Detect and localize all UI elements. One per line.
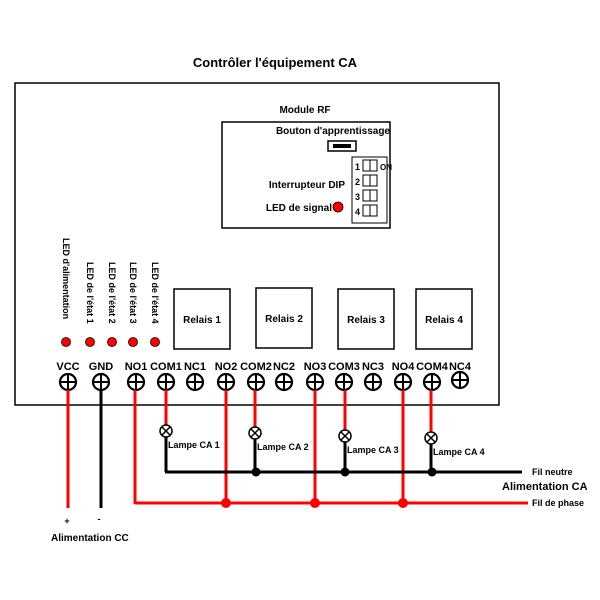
terminal-label: NC2 [273,361,295,373]
led-label: LED de l'état 1 [85,262,95,324]
terminal-com3[interactable]: COM3 [328,361,360,392]
relay-label: Relais 4 [425,315,463,326]
relay-3: Relais 3 [337,288,395,350]
status-led-3: LED de l'état 3 [128,262,138,347]
neutral-wire-label: Fil neutre [532,467,573,477]
signal-led-label: LED de signal [266,203,332,214]
terminal-label: NO3 [304,361,327,373]
ac-supply-label: Alimentation CA [502,481,588,493]
led-indicator [128,337,138,347]
terminal-no3[interactable]: NO3 [304,361,327,392]
terminal-label: NC4 [449,361,472,373]
terminal-no1[interactable]: NO1 [125,361,148,392]
relay-2: Relais 2 [255,287,313,349]
dip-switch-number: 2 [355,177,360,187]
led-label: LED de l'état 2 [107,262,117,324]
dc-plus-label: + [64,516,69,526]
terminal-no2[interactable]: NO2 [215,361,238,392]
terminal-label: NO4 [392,361,416,373]
phase-wire-label: Fil de phase [532,498,584,508]
dc-supply-label: Alimentation CC [51,533,129,544]
led-indicator [61,337,71,347]
relay-1: Relais 1 [173,288,231,350]
signal-led [332,201,344,213]
learn-button[interactable] [327,140,357,152]
dc-minus-label: - [98,514,101,524]
relay-label: Relais 3 [347,315,385,326]
dip-switch-2[interactable]: 2 [355,174,378,187]
terminal-label: VCC [56,361,79,373]
led-indicator [150,337,160,347]
terminal-no4[interactable]: NO4 [392,361,416,392]
terminal-gnd[interactable]: GND [89,361,114,392]
led-indicator [85,337,95,347]
terminal-label: COM3 [328,361,360,373]
dip-switch-number: 3 [355,192,360,202]
relay-label: Relais 2 [265,314,303,325]
terminal-nc3[interactable]: NC3 [362,361,384,392]
ac-lamp-4: Lampe CA 4 [424,390,485,472]
terminal-label: NO2 [215,361,238,373]
diagram-title: Contrôler l'équipement CA [193,55,358,70]
terminal-label: COM2 [240,361,272,373]
controller-board [14,82,500,406]
lamp-label: Lampe CA 3 [347,445,399,455]
relay-4: Relais 4 [415,288,473,350]
terminal-com2[interactable]: COM2 [240,361,272,392]
dip-switch-3[interactable]: 3 [355,189,378,202]
phase-junction [310,498,320,508]
dip-on-label: ON [380,163,392,172]
terminal-com4[interactable]: COM4 [416,361,449,392]
led-label: LED de l'état 3 [128,262,138,324]
led-indicator [107,337,117,347]
terminal-vcc[interactable]: VCC [56,361,80,392]
terminal-label: NO1 [125,361,148,373]
lamp-label: Lampe CA 2 [257,442,309,452]
dip-switch-label: Interrupteur DIP [269,180,345,191]
status-led-2: LED de l'état 2 [107,262,117,347]
dip-switch-4[interactable]: 4 [355,204,378,217]
lamp-label: Lampe CA 1 [168,440,220,450]
dip-switch-1[interactable]: 1 [355,159,378,172]
status-led-4: LED de l'état 4 [150,262,160,347]
dip-switch-number: 1 [355,162,360,172]
terminal-com1[interactable]: COM1 [150,361,182,392]
led-label: LED de l'état 4 [150,262,160,324]
terminal-label: COM4 [416,361,449,373]
led-label: LED d'alimentation [61,238,71,319]
learn-button-label: Bouton d'apprentissage [276,126,390,137]
phase-junction [221,498,231,508]
phase-junction [398,498,408,508]
terminal-nc1[interactable]: NC1 [184,361,206,392]
terminal-label: COM1 [150,361,182,373]
relay-label: Relais 1 [183,315,221,326]
terminal-nc4[interactable]: NC4 [449,361,472,390]
rf-module [221,121,391,229]
ac-lamp-1: Lampe CA 1 [159,390,220,472]
ac-lamp-2: Lampe CA 2 [248,390,309,472]
terminal-label: NC1 [184,361,206,373]
status-led-0: LED d'alimentation [61,238,71,347]
rf-module-label: Module RF [279,105,330,116]
ac-lamp-3: Lampe CA 3 [338,390,399,472]
dip-switch-block [351,156,388,224]
terminal-nc2[interactable]: NC2 [273,361,295,392]
terminal-label: NC3 [362,361,384,373]
dip-switch-number: 4 [355,207,360,217]
lamp-label: Lampe CA 4 [433,447,485,457]
terminal-label: GND [89,361,114,373]
status-led-1: LED de l'état 1 [85,262,95,347]
